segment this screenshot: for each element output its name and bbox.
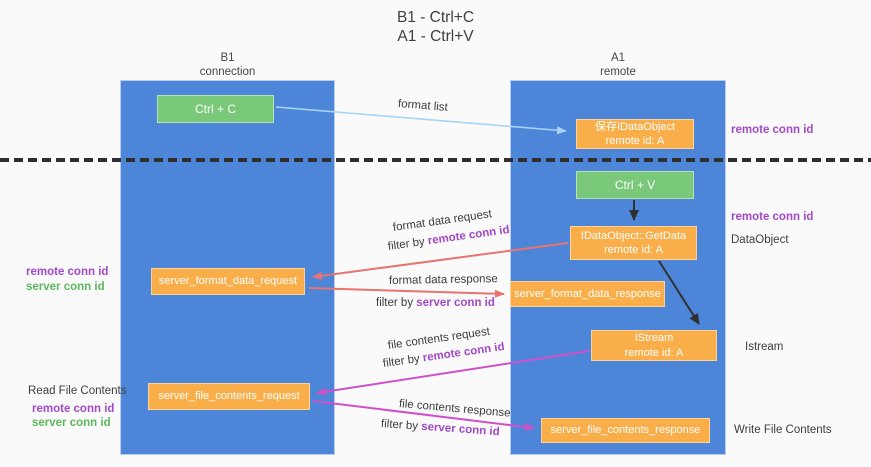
file-request-label: server_file_contents_request	[158, 390, 300, 403]
file-response-label: server_file_contents_response	[550, 424, 701, 437]
format-data-response-label: format data response	[388, 273, 498, 287]
left-bottom-server-conn-id-label: server conn id	[32, 417, 111, 429]
istream-line1: IStream	[634, 332, 674, 345]
lane-a1-role: remote	[600, 66, 636, 79]
lane-b1-name: B1	[220, 52, 235, 64]
lane-header-a1: A1 remote	[510, 51, 726, 80]
filter-by-text: filter by	[380, 418, 422, 433]
ctrl-c-box: Ctrl + C	[157, 95, 274, 123]
format-data-response-arrow	[308, 287, 505, 298]
dataobject-label: DataObject	[731, 234, 789, 246]
left-server-conn-id-label: server conn id	[26, 281, 105, 293]
right-top-remote-conn-id-label: remote conn id	[731, 124, 814, 136]
left-bottom-remote-conn-id-label: remote conn id	[32, 403, 115, 415]
session-separator-dashed-line	[0, 158, 871, 162]
filter-by-text: filter by	[387, 235, 429, 253]
ctrl-v-label: Ctrl + V	[614, 178, 656, 192]
server-conn-id-key: server conn id	[416, 297, 495, 309]
istream-line2: remote id: A	[624, 346, 684, 359]
istream-side-label: Istream	[745, 341, 784, 353]
format-response-label: server_format_data_response	[514, 287, 661, 300]
istream-box: IStream remote id: A	[591, 330, 717, 361]
lane-header-b1: B1 connection	[120, 51, 335, 80]
lane-a1-name: A1	[610, 52, 626, 64]
left-remote-conn-id-label: remote conn id	[26, 266, 109, 278]
save-idataobject-line1: 保存IDataObject	[594, 120, 676, 133]
getdata-line2: remote id: A	[604, 244, 663, 256]
lane-b1-role: connection	[199, 66, 256, 79]
ctrl-v-box: Ctrl + V	[576, 171, 694, 199]
server-file-contents-request-box: server_file_contents_request	[148, 383, 310, 410]
server-conn-id-key: server conn id	[420, 420, 501, 439]
save-idataobject-box: 保存IDataObject remote id: A	[576, 119, 694, 149]
format-list-label: format list	[397, 98, 449, 114]
filter-by-text: filter by	[376, 297, 417, 309]
read-file-contents-label: Read File Contents	[28, 385, 127, 397]
format-request-label: server_format_data_request	[158, 275, 298, 288]
write-file-contents-label: Write File Contents	[734, 424, 832, 436]
getdata-line1: IDataObject::GetData	[580, 229, 687, 242]
server-format-data-response-box: server_format_data_response	[510, 281, 665, 307]
ctrl-c-label: Ctrl + C	[194, 102, 236, 116]
title-line-1: B1 - Ctrl+C	[396, 9, 475, 26]
right-mid-remote-conn-id-label: remote conn id	[731, 211, 814, 223]
server-format-data-request-box: server_format_data_request	[151, 268, 305, 295]
save-idataobject-line2: remote id: A	[605, 135, 665, 147]
file-contents-response-label: file contents response	[398, 398, 511, 420]
filter-by-text: filter by	[382, 352, 424, 370]
title-line-2: A1 - Ctrl+V	[397, 28, 474, 46]
idataobject-getdata-box: IDataObject::GetData remote id: A	[570, 226, 697, 260]
file-response-filter-label: filter by server conn id	[381, 418, 500, 438]
format-response-filter-label: filter by server conn id	[376, 297, 495, 309]
diagram-title: B1 - Ctrl+C A1 - Ctrl+V	[0, 8, 871, 47]
server-file-contents-response-box: server_file_contents_response	[541, 418, 710, 443]
